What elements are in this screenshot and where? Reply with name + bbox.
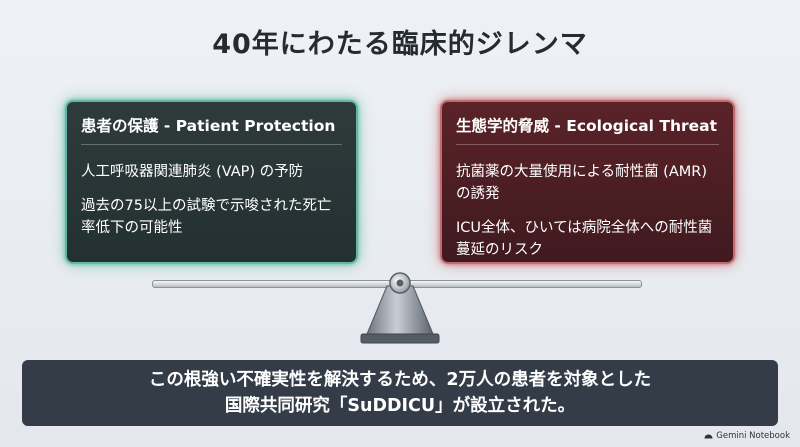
- list-item: 抗菌薬の大量使用による耐性菌 (AMR) の誘発: [456, 164, 707, 202]
- summary-banner: この根強い不確実性を解決するため、2万人の患者を対象とした 国際共同研究「SuD…: [22, 360, 778, 426]
- patient-protection-panel: 患者の保護 - Patient Protection 人工呼吸器関連肺炎 (VA…: [65, 100, 358, 264]
- slide-title: 40年にわたる臨床的ジレンマ: [212, 29, 588, 60]
- brand-label: Gemini Notebook: [716, 431, 790, 441]
- list-item: 過去の75以上の試験で示唆された死亡率低下の可能性: [81, 198, 332, 236]
- list-item: 人工呼吸器関連肺炎 (VAP) の予防: [81, 164, 304, 180]
- patient-protection-heading: 患者の保護 - Patient Protection: [81, 114, 342, 145]
- brand-watermark: Gemini Notebook: [704, 431, 790, 441]
- summary-text: この根強い不確実性を解決するため、2万人の患者を対象とした 国際共同研究「SuD…: [148, 370, 652, 416]
- list-item: ICU全体、ひいては病院全体への耐性菌蔓延のリスク: [456, 220, 713, 258]
- patient-protection-list: 人工呼吸器関連肺炎 (VAP) の予防 過去の75以上の試験で示唆された死亡率低…: [81, 161, 342, 239]
- ecological-threat-heading: 生態学的脅威 - Ecological Threat: [456, 114, 719, 145]
- balance-scale-icon: [360, 272, 440, 344]
- notebook-logo-icon: [704, 434, 713, 439]
- ecological-threat-panel: 生態学的脅威 - Ecological Threat 抗菌薬の大量使用による耐性…: [440, 100, 735, 264]
- ecological-threat-list: 抗菌薬の大量使用による耐性菌 (AMR) の誘発 ICU全体、ひいては病院全体へ…: [456, 161, 719, 261]
